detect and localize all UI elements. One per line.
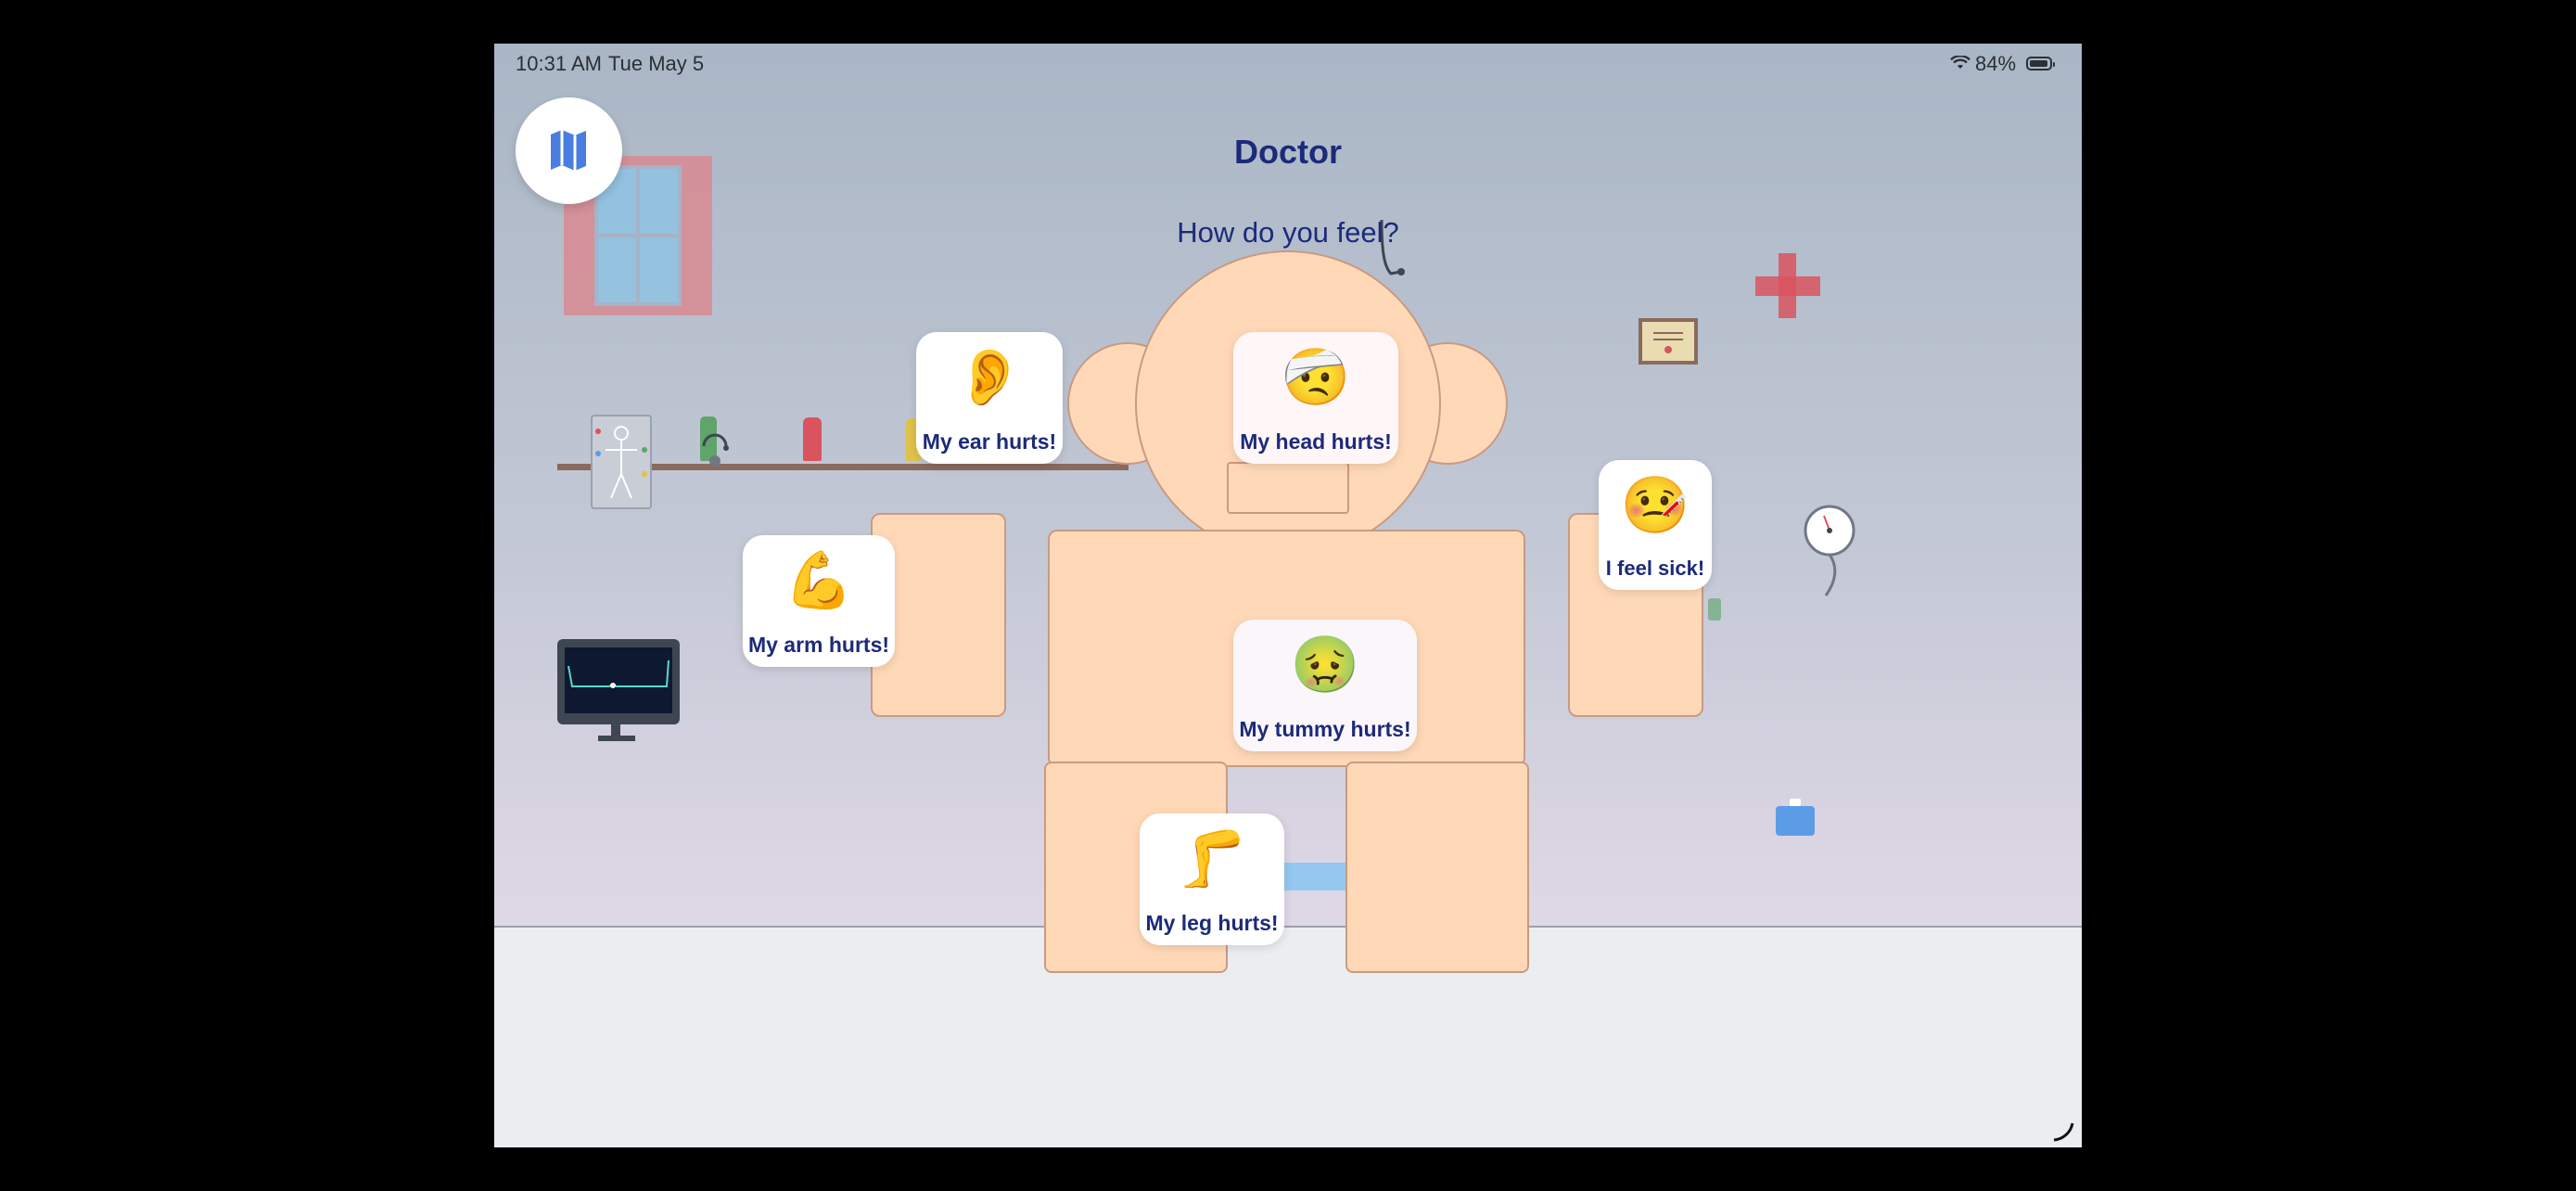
- battery-percent: 84%: [1975, 52, 2017, 75]
- head-hurts-label: My head hurts!: [1240, 429, 1392, 454]
- blood-pressure-gauge-icon: [1804, 505, 1855, 596]
- tummy-hurts-label: My tummy hurts!: [1239, 717, 1411, 741]
- thermometer-face-icon: 🤒: [1620, 474, 1690, 536]
- ear-hurts-card[interactable]: 👂 My ear hurts!: [916, 332, 1063, 464]
- leg-hurts-label: My leg hurts!: [1145, 911, 1279, 935]
- medicine-bottle-red: [803, 417, 822, 461]
- feel-sick-label: I feel sick!: [1605, 557, 1705, 580]
- map-button[interactable]: [516, 97, 622, 204]
- small-bottle: [1708, 598, 1721, 621]
- floor: [494, 926, 2082, 1147]
- monitor-stand: [611, 724, 620, 736]
- wifi-icon: [1950, 56, 1970, 69]
- corner-handle-icon: [2053, 1122, 2074, 1142]
- app-screen: 10:31 AM Tue May 5 84%: [494, 44, 2082, 1147]
- xray-poster: [591, 415, 652, 509]
- status-date: Tue May 5: [608, 52, 705, 75]
- leg-hurts-card[interactable]: 🦵 My leg hurts!: [1140, 813, 1284, 945]
- heart-monitor: [557, 639, 680, 724]
- room-window: [564, 156, 712, 315]
- arm-hurts-card[interactable]: 💪 My arm hurts!: [743, 535, 895, 667]
- ear-icon: 👂: [954, 346, 1025, 408]
- arm-hurts-label: My arm hurts!: [747, 633, 890, 657]
- nauseated-face-icon: 🤢: [1290, 634, 1360, 696]
- medical-cross-bar: [1755, 276, 1820, 296]
- stethoscope-icon: [702, 433, 729, 467]
- first-aid-kit-icon: [1776, 799, 1815, 836]
- patient-leg-right: [1345, 762, 1529, 973]
- status-time: 10:31 AM: [516, 52, 602, 75]
- leg-icon: 🦵: [1177, 827, 1247, 890]
- page-title: Doctor: [1234, 133, 1342, 171]
- wall-shelf: [557, 464, 1129, 470]
- tummy-hurts-card[interactable]: 🤢 My tummy hurts!: [1233, 620, 1417, 751]
- monitor-base: [598, 736, 635, 741]
- map-icon: [551, 130, 586, 171]
- feel-sick-card[interactable]: 🤒 I feel sick!: [1599, 460, 1712, 590]
- head-bandage-face-icon: 🤕: [1281, 346, 1351, 408]
- certificate-frame: [1639, 318, 1698, 365]
- stethoscope-tube-icon: [1380, 220, 1405, 275]
- head-hurts-card[interactable]: 🤕 My head hurts!: [1233, 332, 1398, 464]
- battery-icon: [2026, 57, 2055, 70]
- patient-mouth: [1227, 462, 1349, 514]
- flexed-arm-icon: 💪: [784, 549, 854, 611]
- ear-hurts-label: My ear hurts!: [922, 429, 1057, 454]
- page-subtitle: How do you feel?: [1177, 216, 1399, 249]
